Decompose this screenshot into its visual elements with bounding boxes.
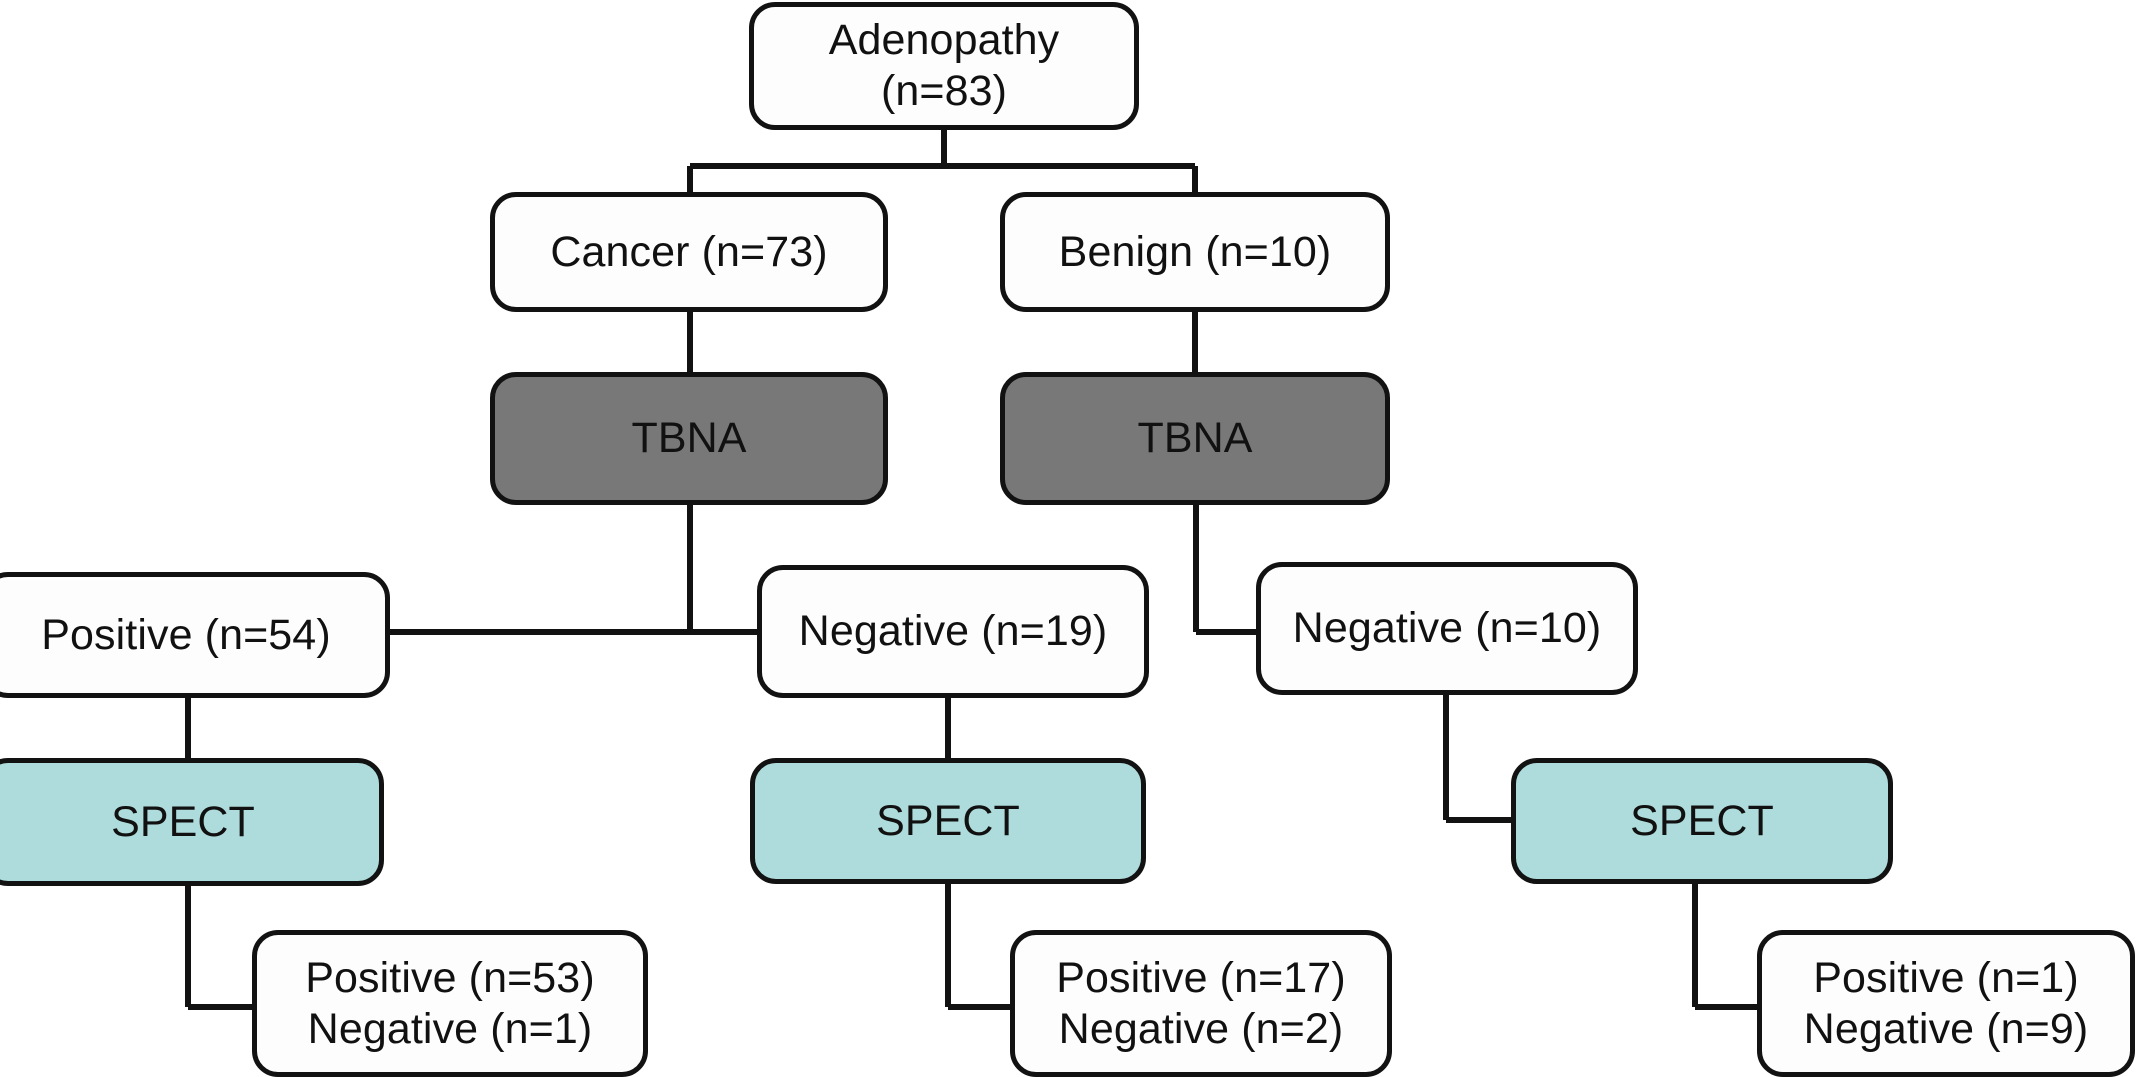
node-negative-19-label: Negative (n=19) <box>798 607 1108 656</box>
node-spect-mid-label: SPECT <box>876 796 1020 845</box>
node-adenopathy-label: Adenopathy (n=83) <box>828 16 1060 115</box>
node-positive-54[interactable]: Positive (n=54) <box>0 572 390 698</box>
node-tbna-left[interactable]: TBNA <box>490 372 888 505</box>
node-spect-left[interactable]: SPECT <box>0 758 384 886</box>
node-benign[interactable]: Benign (n=10) <box>1000 192 1390 312</box>
node-spect-right[interactable]: SPECT <box>1511 758 1893 884</box>
node-positive-54-label: Positive (n=54) <box>41 610 331 659</box>
node-tbna-left-label: TBNA <box>631 414 747 463</box>
node-cancer-label: Cancer (n=73) <box>550 227 828 276</box>
node-outcome-left-label: Positive (n=53) Negative (n=1) <box>305 953 595 1053</box>
node-benign-label: Benign (n=10) <box>1058 227 1332 276</box>
node-negative-19[interactable]: Negative (n=19) <box>757 565 1149 698</box>
node-outcome-left[interactable]: Positive (n=53) Negative (n=1) <box>252 930 648 1077</box>
node-negative-10-label: Negative (n=10) <box>1292 604 1602 653</box>
node-adenopathy[interactable]: Adenopathy (n=83) <box>749 2 1139 130</box>
node-tbna-right-label: TBNA <box>1137 414 1253 463</box>
node-outcome-right[interactable]: Positive (n=1) Negative (n=9) <box>1757 930 2135 1077</box>
node-outcome-mid-label: Positive (n=17) Negative (n=2) <box>1056 953 1346 1053</box>
node-cancer[interactable]: Cancer (n=73) <box>490 192 888 312</box>
node-tbna-right[interactable]: TBNA <box>1000 372 1390 505</box>
node-spect-right-label: SPECT <box>1630 796 1774 845</box>
node-spect-left-label: SPECT <box>111 797 255 846</box>
node-outcome-mid[interactable]: Positive (n=17) Negative (n=2) <box>1010 930 1392 1077</box>
node-outcome-right-label: Positive (n=1) Negative (n=9) <box>1803 953 2089 1053</box>
node-spect-mid[interactable]: SPECT <box>750 758 1146 884</box>
node-negative-10[interactable]: Negative (n=10) <box>1256 562 1638 695</box>
